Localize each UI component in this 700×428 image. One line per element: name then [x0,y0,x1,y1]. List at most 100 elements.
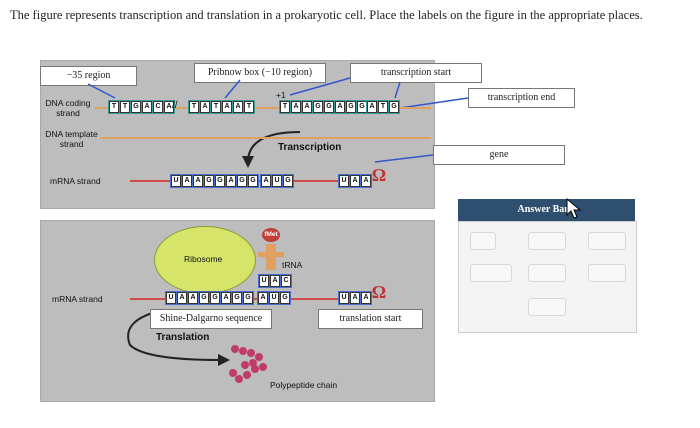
nucleotide: A [142,101,152,113]
nucleotide: A [226,175,236,187]
fmet-residue: fMet [262,228,280,242]
nucleotide: T [189,101,199,113]
nucleotide: A [350,175,360,187]
answer-slot[interactable] [588,232,626,250]
nucleotide: G [131,101,141,113]
nucleotide: A [258,292,268,304]
nucleotide: G [283,175,293,187]
nucleotide: A [222,101,232,113]
ribosome-label: Ribosome [184,254,223,264]
answer-slot[interactable] [588,264,626,282]
label-gene[interactable]: gene [433,145,565,165]
nucleotide: A [221,292,231,304]
ribosome [154,226,256,294]
terminator-hairpin-icon-2: Ω [372,282,386,302]
mrna-strand-label-2: mRNA strand [52,294,103,304]
nucleotide: G [199,292,209,304]
nucleotide: T [211,101,221,113]
answer-slot[interactable] [470,232,496,250]
label-transcription-start[interactable]: transcription start [350,63,482,83]
nucleotide: A [270,275,280,287]
nucleotide: G [248,175,258,187]
trna-body [266,244,276,270]
nucleotide: A [164,101,174,113]
question-text: The figure represents transcription and … [10,8,643,22]
nucleotide: U [171,175,181,187]
nucleotide: T [280,101,290,113]
dna-coding-line [95,107,431,109]
nucleotide: A [182,175,192,187]
nucleotide: T [378,101,388,113]
nucleotide: U [259,275,269,287]
nucleotide: G [215,175,225,187]
dna-template-strand-label: DNA template strand [45,129,98,149]
break-mark: // [172,100,178,111]
label-shine-dalgarno[interactable]: Shine-Dalgarno sequence [150,309,272,329]
answer-slot[interactable] [528,264,566,282]
dna-template-line [100,137,431,139]
nucleotide: A [361,292,371,304]
nucleotide: G [346,101,356,113]
answer-slot[interactable] [470,264,512,282]
label-translation-start[interactable]: translation start [318,309,423,329]
nucleotide: A [367,101,377,113]
answer-bank-header: Answer Bank [458,199,635,221]
nucleotide: A [233,101,243,113]
nucleotide: A [291,101,301,113]
translation-label: Translation [156,332,210,343]
nucleotide: C [153,101,163,113]
nucleotide: T [120,101,130,113]
transcription-label: Transcription [278,142,342,153]
nucleotide: U [272,175,282,187]
label-transcription-end[interactable]: transcription end [468,88,575,108]
answer-slot[interactable] [528,232,566,250]
nucleotide: G [324,101,334,113]
nucleotide: T [244,101,254,113]
nucleotide: G [237,175,247,187]
nucleotide: A [200,101,210,113]
nucleotide: G [243,292,253,304]
polypeptide-label: Polypeptide chain [270,380,338,390]
trna-arm-left [258,252,266,257]
label-pribnow-box[interactable]: Pribnow box (−10 region) [194,63,326,83]
nucleotide: U [269,292,279,304]
dna-coding-strand-label: DNA coding strand [45,98,91,118]
polypeptide-chain-graphic [229,345,267,383]
nucleotide: A [188,292,198,304]
nucleotide: A [335,101,345,113]
plus1-marker: +1 [276,90,286,100]
trna-arm-right [276,252,284,257]
nucleotide: A [193,175,203,187]
nucleotide: A [302,101,312,113]
nucleotide: G [232,292,242,304]
nucleotide: U [166,292,176,304]
label-minus35-region[interactable]: −35 region [40,66,137,86]
nucleotide: G [204,175,214,187]
terminator-hairpin-icon: Ω [372,165,386,185]
nucleotide: G [389,101,399,113]
nucleotide: U [339,292,349,304]
mouse-cursor-icon [566,198,582,219]
nucleotide: A [361,175,371,187]
answer-slot[interactable] [528,298,566,316]
nucleotide: G [210,292,220,304]
nucleotide: A [350,292,360,304]
nucleotide: A [177,292,187,304]
trna-label: tRNA [282,260,303,270]
nucleotide: G [280,292,290,304]
nucleotide: G [313,101,323,113]
mrna-strand-label-1: mRNA strand [50,176,101,186]
nucleotide: A [261,175,271,187]
nucleotide: C [281,275,291,287]
